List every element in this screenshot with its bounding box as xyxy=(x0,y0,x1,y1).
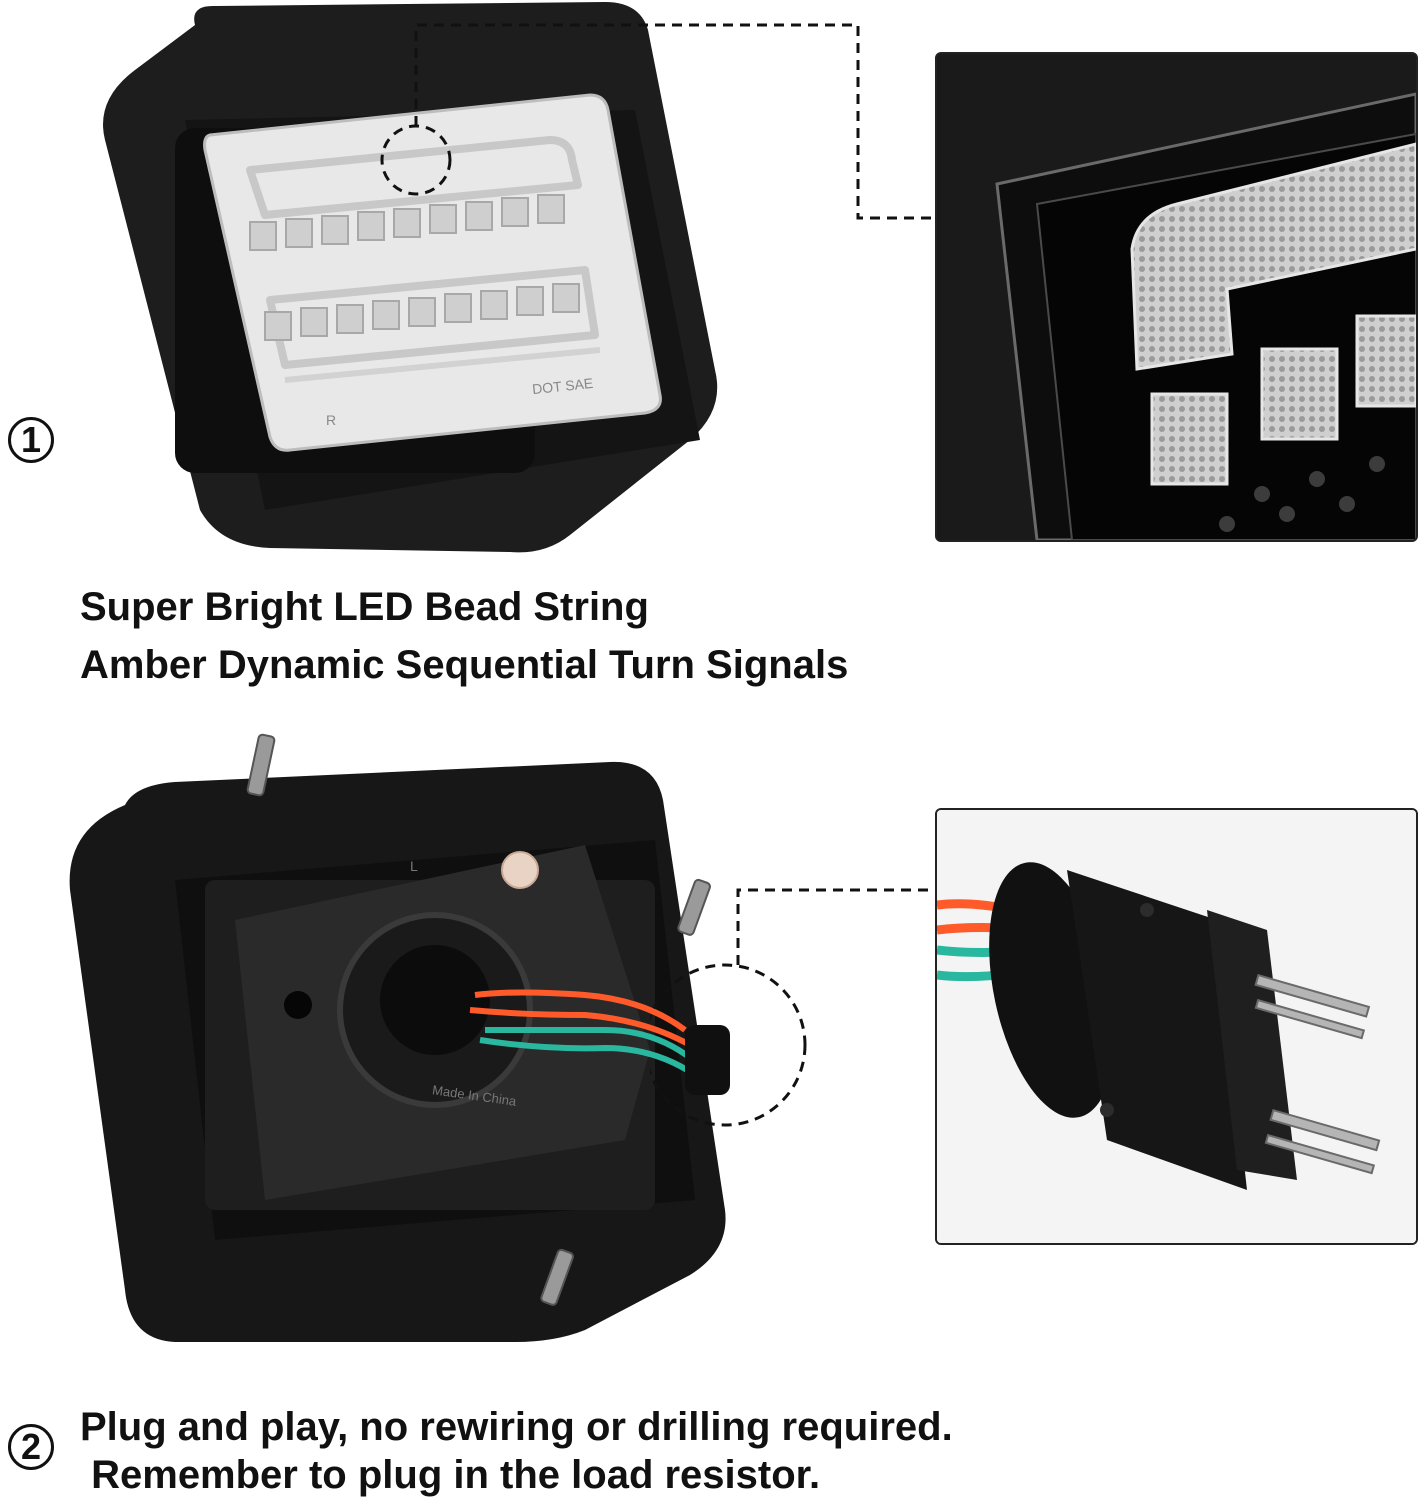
lamp-rear-photo xyxy=(65,730,730,1350)
step-number-1: 1 xyxy=(8,417,54,463)
caption-1-line-2: Amber Dynamic Sequential Turn Signals xyxy=(80,643,849,687)
lamp-front-photo xyxy=(100,0,725,555)
caption-2-line-1: Plug and play, no rewiring or drilling r… xyxy=(80,1405,953,1449)
housing-side-marking: L xyxy=(410,858,418,874)
step-number-2: 2 xyxy=(8,1424,54,1470)
connector-closeup-panel xyxy=(935,808,1418,1245)
callout-connector-1 xyxy=(380,23,938,220)
caption-1-line-1: Super Bright LED Bead String xyxy=(80,585,649,629)
callout-connector-2 xyxy=(650,888,935,1127)
lens-side-marking: R xyxy=(326,412,337,428)
led-closeup-panel xyxy=(935,52,1418,542)
caption-2-line-2: Remember to plug in the load resistor. xyxy=(80,1453,821,1497)
